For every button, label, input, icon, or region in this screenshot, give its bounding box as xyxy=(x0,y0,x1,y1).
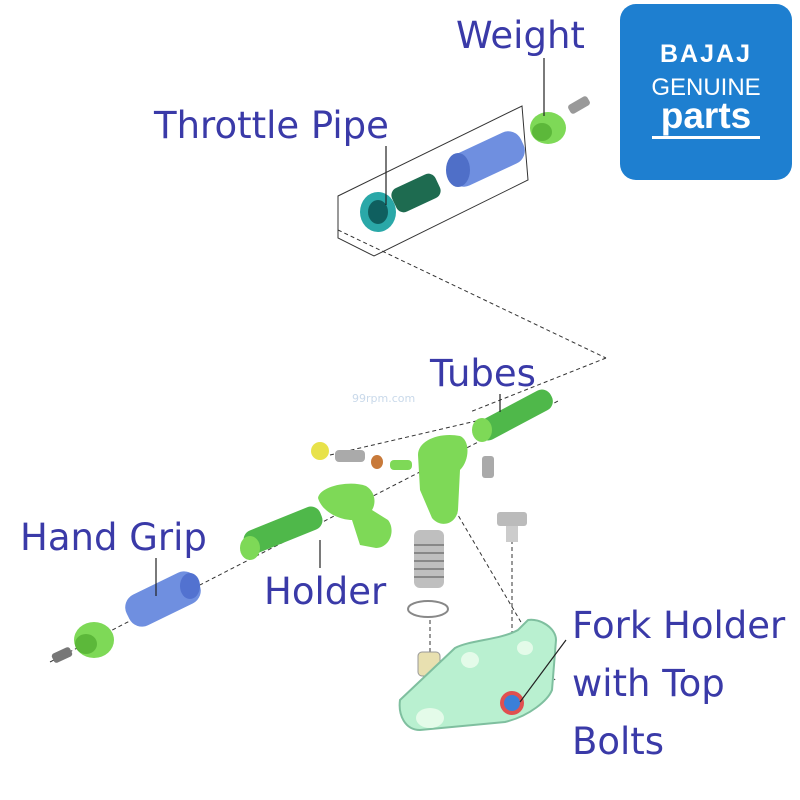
label-fork-holder-line1: Fork Holder xyxy=(572,604,786,647)
label-fork-holder-line3: Bolts xyxy=(572,720,665,763)
label-fork-holder-line2: with Top xyxy=(572,662,725,705)
watermark: 99rpm.com xyxy=(352,392,416,405)
throttle-pipe-part xyxy=(360,173,441,232)
label-weight: Weight xyxy=(456,14,585,57)
logo-genuine-text: GENUINE xyxy=(651,74,761,101)
left-holder-part xyxy=(318,483,392,548)
tube-right-part xyxy=(472,389,553,442)
throttle-box-outline xyxy=(337,105,529,257)
logo-parts-text: parts xyxy=(660,95,752,136)
spring-and-washer xyxy=(407,530,449,677)
label-tubes: Tubes xyxy=(430,352,536,395)
label-holder: Holder xyxy=(264,570,387,613)
bajaj-genuine-parts-logo: BAJAJ GENUINE parts xyxy=(620,4,792,180)
hand-grip-part xyxy=(125,571,201,627)
tube-left-part xyxy=(240,506,323,560)
logo-underline xyxy=(652,136,760,139)
right-holder-part xyxy=(418,434,494,524)
fork-holder-part xyxy=(398,618,558,732)
top-bolt-part xyxy=(497,512,527,542)
label-throttle-pipe: Throttle Pipe xyxy=(154,104,389,147)
left-weight-part xyxy=(51,622,114,663)
label-hand-grip: Hand Grip xyxy=(20,516,207,559)
small-fasteners xyxy=(311,442,412,470)
logo-brand-text: BAJAJ xyxy=(660,40,752,68)
label-leader-lines xyxy=(155,58,567,703)
throttle-grip-part xyxy=(446,131,525,187)
weight-part xyxy=(530,96,590,144)
